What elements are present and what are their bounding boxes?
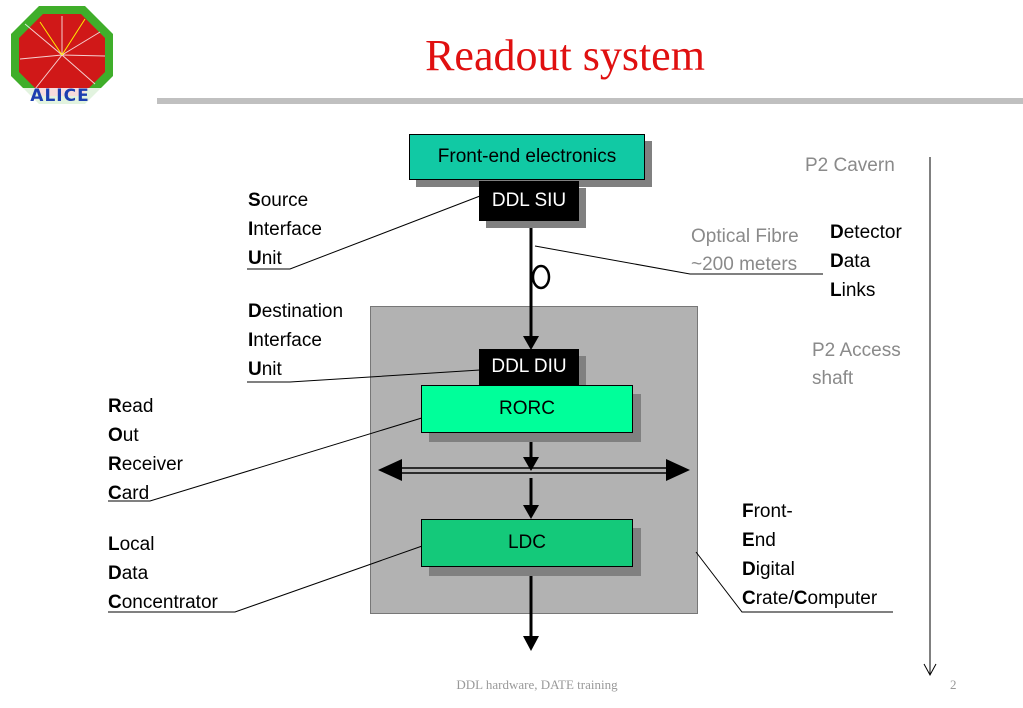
p2-access-label: P2 Access shaft [812, 337, 901, 393]
ddl-siu-label: DDL SIU [491, 190, 567, 211]
alice-logo-text: ALICE [30, 86, 90, 106]
alice-logo: ALICE [5, 4, 115, 108]
rorc-box: RORC [421, 385, 633, 433]
ldc-label: LDC [507, 532, 546, 553]
slide-title: Readout system [425, 31, 705, 80]
page-number: 2 [950, 677, 957, 692]
optical-fibre-label: Optical Fibre ~200 meters [691, 223, 799, 279]
ddl-diu-label: DDL DIU [491, 356, 567, 377]
p2-access-line2: shaft [812, 368, 854, 389]
siu-description: Source Interface Unit [248, 190, 322, 269]
fedc-description: Front- End Digital Crate/Computer [742, 501, 878, 609]
front-end-electronics-label: Front-end electronics [437, 146, 617, 167]
p2-cavern-label: P2 Cavern [805, 155, 895, 176]
rorc-description: Read Out Receiver Card [108, 396, 183, 504]
optical-fibre-line1: Optical Fibre [691, 226, 799, 247]
p2-access-line1: P2 Access [812, 340, 901, 361]
optical-fibre-line2: ~200 meters [691, 254, 798, 275]
rorc-label: RORC [499, 398, 555, 419]
ddl-diu-box: DDL DIU [479, 349, 579, 385]
ldc-description: Local Data Concentrator [108, 534, 218, 613]
footer-text: DDL hardware, DATE training [456, 677, 618, 692]
front-end-electronics-box: Front-end electronics [409, 134, 645, 180]
title-rule [157, 98, 1023, 104]
alice-logo-graphic [7, 6, 113, 106]
diu-description: Destination Interface Unit [248, 301, 344, 380]
ddl-siu-box: DDL SIU [479, 181, 579, 221]
ldc-box: LDC [421, 519, 633, 567]
ddl-description: Detector Data Links [830, 222, 902, 301]
